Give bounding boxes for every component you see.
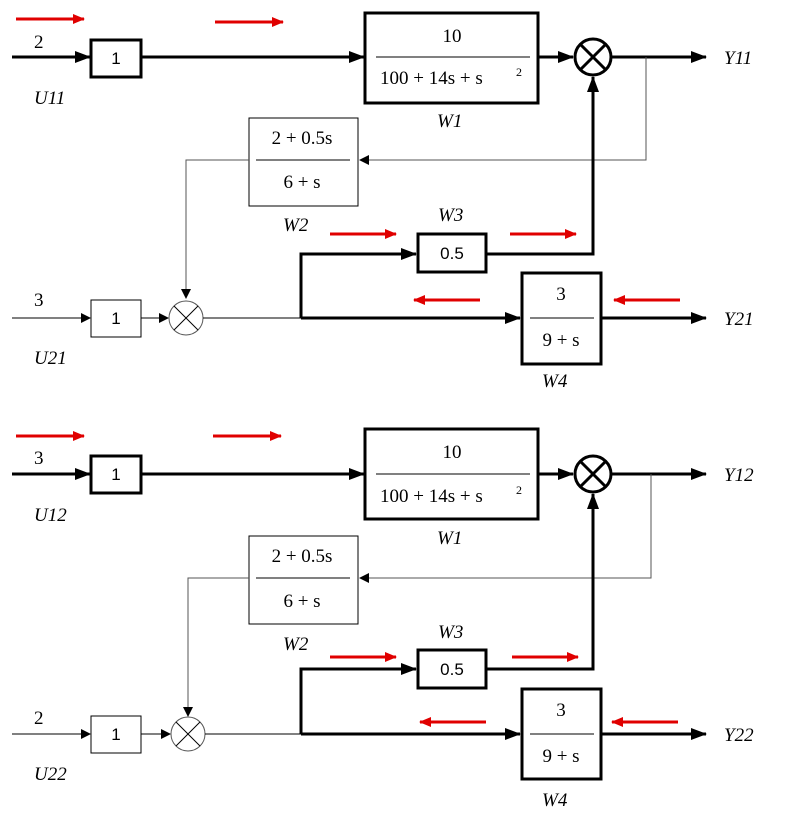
w1-label: W1 [437, 111, 462, 132]
w3-block [416, 648, 488, 690]
output-label: Y22 [724, 725, 754, 746]
w4-denominator: 9 + s [542, 330, 579, 351]
signal-line [486, 493, 599, 671]
w4-numerator: 3 [556, 284, 566, 305]
signal-line [299, 663, 417, 734]
w1-exponent: 2 [516, 65, 522, 79]
output-label: Y21 [724, 309, 754, 330]
w1-numerator: 10 [443, 26, 462, 47]
signal-line [183, 577, 249, 717]
w2-numerator: 2 + 0.5s [272, 128, 333, 149]
w2-label: W2 [283, 215, 309, 236]
junction-cross [175, 721, 201, 747]
input-value: 2 [34, 32, 44, 53]
input-label: U12 [34, 505, 67, 526]
w3-label: W3 [438, 205, 463, 226]
gain-value: 1 [111, 49, 120, 68]
gain-value: 1 [111, 725, 120, 744]
gain-block [89, 454, 143, 495]
w2-label: W2 [283, 634, 309, 655]
signal-line [299, 248, 417, 318]
junction-cross [578, 459, 608, 489]
w2-denominator: 6 + s [283, 591, 320, 612]
w3-label: W3 [438, 622, 463, 643]
w4-label: W4 [542, 371, 568, 392]
w2-block [248, 535, 359, 625]
gain-value: 1 [111, 465, 120, 484]
input-label: U22 [34, 764, 67, 785]
input-label: U21 [34, 348, 67, 369]
input-value: 3 [34, 448, 44, 469]
junction-cross [173, 305, 199, 331]
gain-block [90, 715, 142, 754]
signal-line [181, 159, 249, 299]
w3-block [416, 232, 488, 274]
w1-block [363, 11, 540, 105]
output-label: Y11 [724, 48, 752, 69]
input-value: 2 [34, 708, 44, 729]
w2-block [248, 117, 359, 207]
w2-numerator: 2 + 0.5s [272, 546, 333, 567]
input-value: 3 [34, 290, 44, 311]
output-label: Y12 [724, 465, 754, 486]
w3-value: 0.5 [440, 244, 464, 263]
w2-denominator: 6 + s [283, 172, 320, 193]
junction-cross [578, 42, 608, 72]
w3-value: 0.5 [440, 660, 464, 679]
diagram-bottom: 3 U12 1 10 100 + 14s + s 2 W1 Y12 2 + 0.… [12, 427, 754, 811]
input-label: U11 [34, 88, 65, 109]
w1-denominator: 100 + 14s + s [380, 68, 483, 89]
feedback-line [359, 57, 647, 165]
w1-label: W1 [437, 528, 462, 549]
w4-numerator: 3 [556, 700, 566, 721]
gain-value: 1 [111, 309, 120, 328]
w4-denominator: 9 + s [542, 746, 579, 767]
diagram-top: 2 U11 1 10 100 + 14s + s 2 W1 Y11 2 + 0.… [12, 11, 754, 392]
w1-exponent: 2 [516, 483, 522, 497]
w4-label: W4 [542, 790, 568, 811]
signal-line [486, 76, 599, 256]
w1-denominator: 100 + 14s + s [380, 486, 483, 507]
gain-block [89, 38, 143, 79]
w1-numerator: 10 [443, 442, 462, 463]
gain-block [90, 299, 142, 338]
feedback-line [359, 474, 652, 583]
